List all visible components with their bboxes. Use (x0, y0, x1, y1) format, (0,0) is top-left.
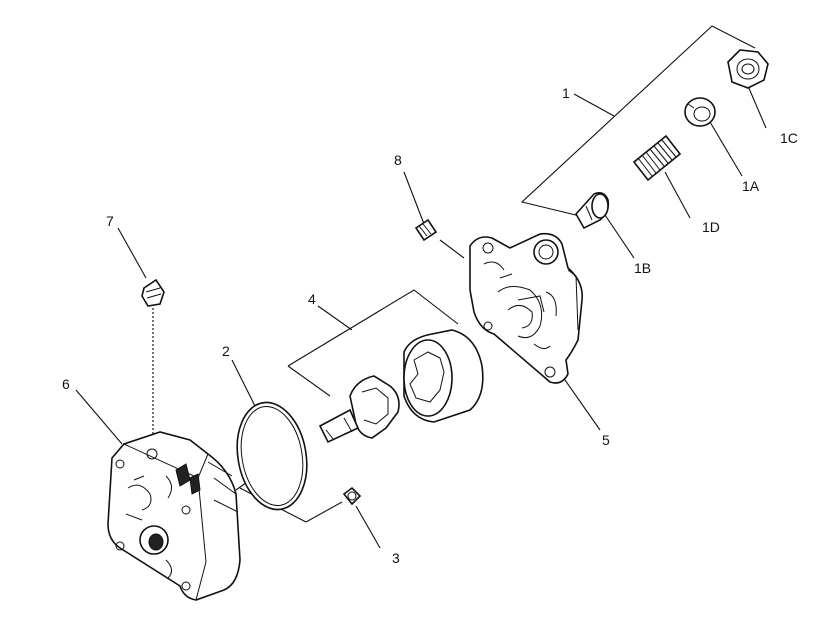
leader-8 (403, 171, 425, 225)
label-1d: 1D (702, 219, 720, 235)
label-1c: 1C (780, 130, 798, 146)
label-5: 5 (602, 432, 610, 448)
label-1a: 1A (742, 178, 760, 194)
label-6: 6 (62, 376, 70, 392)
leader-3 (355, 505, 381, 549)
leader-1a (709, 121, 743, 177)
screw-8 (414, 218, 438, 242)
label-3: 3 (392, 550, 400, 566)
spring-1d (632, 134, 682, 182)
cover-plate-5 (469, 232, 584, 384)
label-4: 4 (308, 291, 316, 307)
label-2: 2 (222, 343, 230, 359)
bracket-1 (520, 25, 756, 219)
leader-1b (604, 214, 635, 259)
pump-body-6 (107, 431, 241, 601)
outer-rotor-4 (403, 329, 484, 423)
label-8: 8 (394, 152, 402, 168)
bracket-4 (287, 289, 459, 367)
leader-1c (747, 85, 767, 129)
leader-7 (117, 227, 147, 279)
inner-rotor-shaft-4 (318, 375, 400, 444)
leader-4 (317, 305, 353, 331)
plunger-1b (575, 192, 610, 230)
label-7: 7 (106, 213, 114, 229)
leader-2 (231, 359, 257, 409)
leader-1d (664, 171, 691, 219)
labels: 1 1C 1A 1D 1B 8 5 4 2 7 6 3 (62, 85, 798, 566)
snap-ring-1a (684, 97, 716, 127)
leader-1 (573, 93, 615, 117)
bracket-4-drop (287, 365, 331, 397)
leader-5 (564, 379, 601, 431)
o-ring-2 (236, 401, 308, 511)
nut-1c (727, 49, 769, 89)
leader-6 (75, 389, 123, 445)
label-1: 1 (562, 85, 570, 101)
plug-7 (141, 278, 165, 307)
leader-5b (439, 239, 465, 259)
label-1b: 1B (634, 260, 651, 276)
leader-lines (75, 25, 767, 549)
pin-3 (342, 486, 362, 506)
